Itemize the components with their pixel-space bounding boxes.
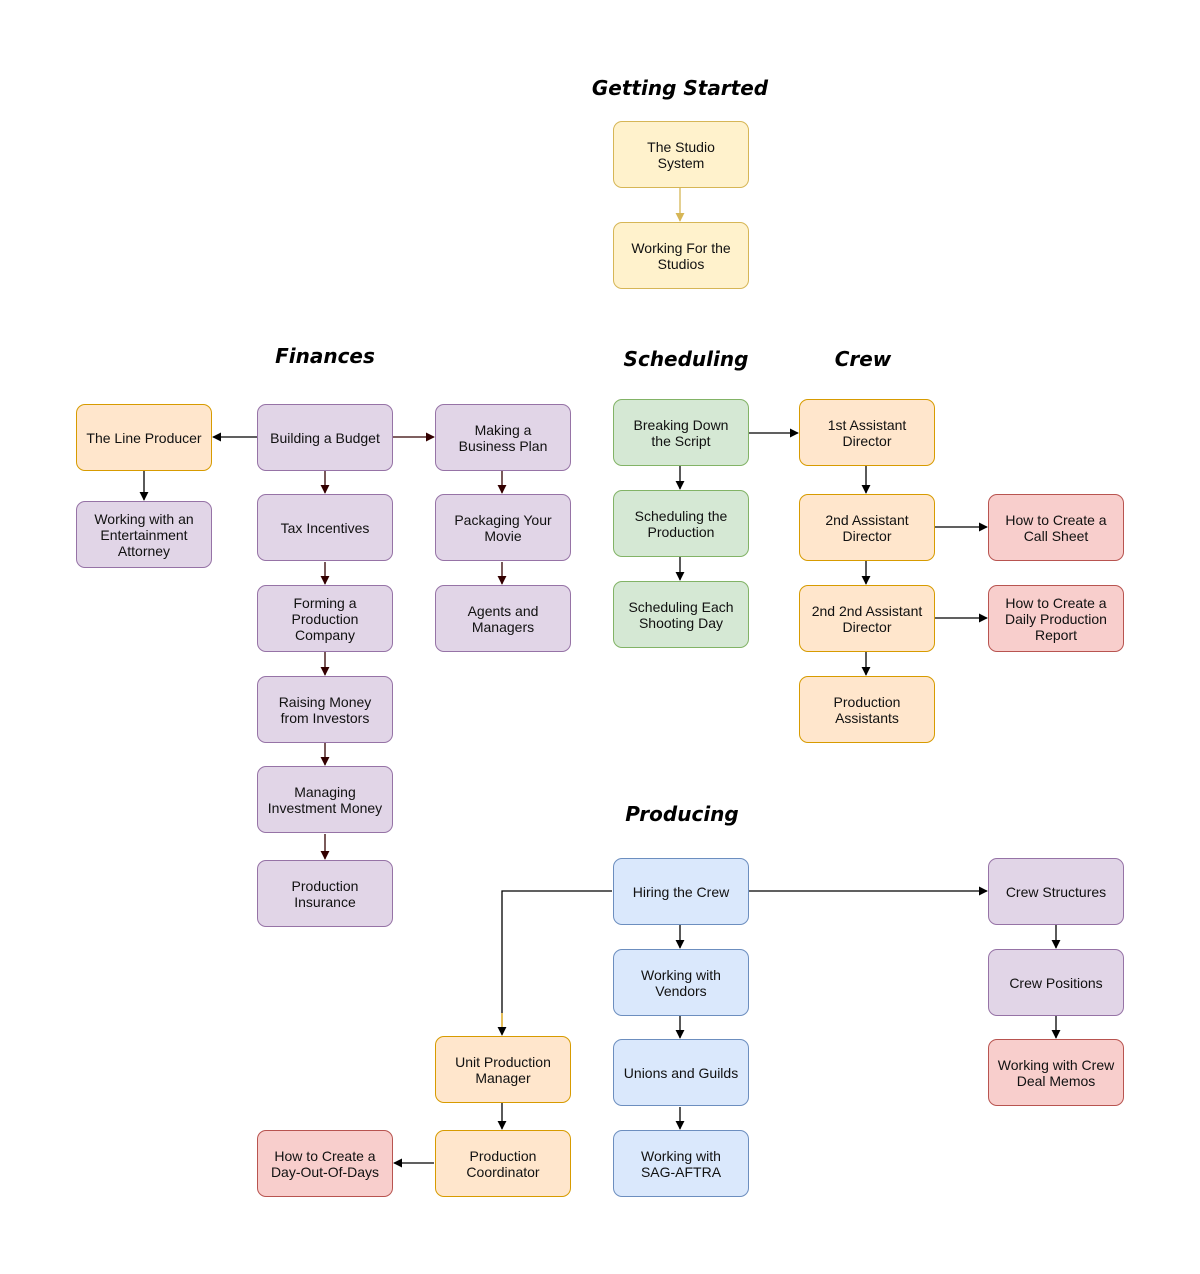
edge-hiring-to-upm [501,890,612,1013]
section-title-getting-started: Getting Started [591,76,769,100]
node-scheduling-each-day[interactable]: Scheduling Each Shooting Day [613,581,749,648]
node-working-for-studios[interactable]: Working For the Studios [613,222,749,289]
node-forming-company[interactable]: Forming a Production Company [257,585,393,652]
node-packaging-movie[interactable]: Packaging Your Movie [435,494,571,561]
node-crew-positions[interactable]: Crew Positions [988,949,1124,1016]
node-call-sheet[interactable]: How to Create a Call Sheet [988,494,1124,561]
section-title-crew: Crew [834,347,892,371]
node-sag-aftra[interactable]: Working with SAG-AFTRA [613,1130,749,1197]
node-second-second-ad[interactable]: 2nd 2nd Assistant Director [799,585,935,652]
node-working-vendors[interactable]: Working with Vendors [613,949,749,1016]
node-tax-incentives[interactable]: Tax Incentives [257,494,393,561]
node-agents-managers[interactable]: Agents and Managers [435,585,571,652]
section-title-finances: Finances [275,344,375,368]
node-second-ad[interactable]: 2nd Assistant Director [799,494,935,561]
node-studio-system[interactable]: The Studio System [613,121,749,188]
section-title-producing: Producing [625,802,739,826]
node-production-coordinator[interactable]: Production Coordinator [435,1130,571,1197]
node-upm[interactable]: Unit Production Manager [435,1036,571,1103]
section-title-scheduling: Scheduling [623,347,749,371]
node-crew-structures[interactable]: Crew Structures [988,858,1124,925]
node-unions-guilds[interactable]: Unions and Guilds [613,1039,749,1106]
node-breaking-down-script[interactable]: Breaking Down the Script [613,399,749,466]
node-raising-money[interactable]: Raising Money from Investors [257,676,393,743]
node-line-producer[interactable]: The Line Producer [76,404,212,471]
node-hiring-crew[interactable]: Hiring the Crew [613,858,749,925]
node-production-insurance[interactable]: Production Insurance [257,860,393,927]
node-business-plan[interactable]: Making a Business Plan [435,404,571,471]
node-crew-deal-memos[interactable]: Working with Crew Deal Memos [988,1039,1124,1106]
node-building-budget[interactable]: Building a Budget [257,404,393,471]
node-day-out-of-days[interactable]: How to Create a Day-Out-Of-Days [257,1130,393,1197]
node-entertainment-attorney[interactable]: Working with an Entertainment Attorney [76,501,212,568]
node-daily-production-report[interactable]: How to Create a Daily Production Report [988,585,1124,652]
node-first-ad[interactable]: 1st Assistant Director [799,399,935,466]
node-scheduling-production[interactable]: Scheduling the Production [613,490,749,557]
node-production-assistants[interactable]: Production Assistants [799,676,935,743]
node-managing-investment[interactable]: Managing Investment Money [257,766,393,833]
